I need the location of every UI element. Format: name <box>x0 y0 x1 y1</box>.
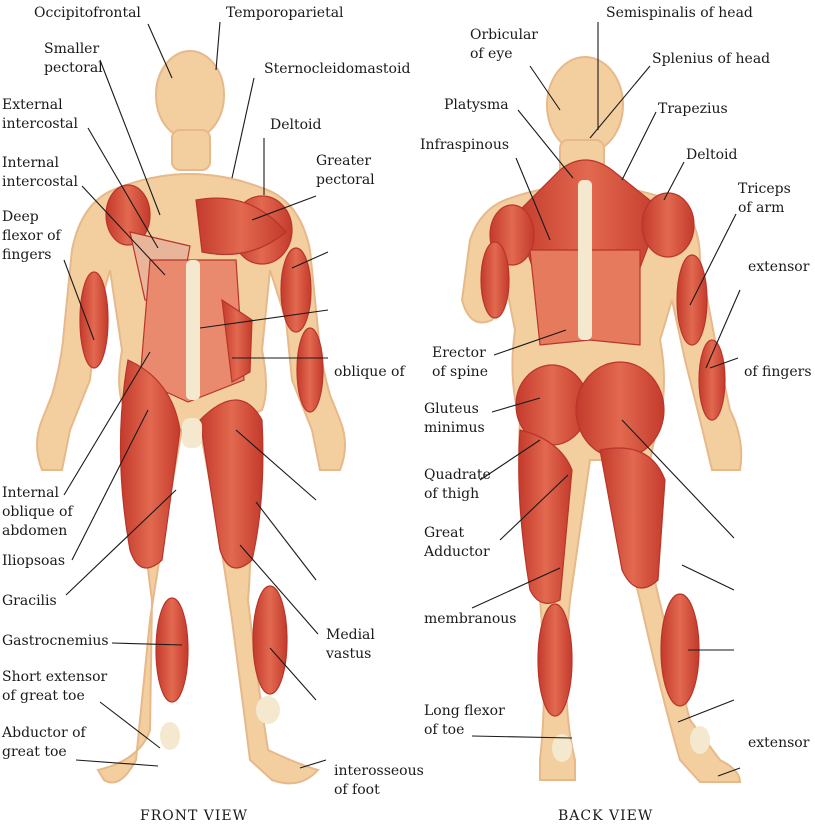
label-short-extensor-line2: of great toe <box>2 687 107 706</box>
label-external-intercostal: External intercostal <box>2 96 78 134</box>
label-erector-line1: Erector <box>432 344 488 363</box>
label-internal-oblique-line1: Internal <box>2 484 73 503</box>
label-abductor-line2: great toe <box>2 743 86 762</box>
label-internal-oblique-line3: abdomen <box>2 522 73 541</box>
label-occipitofrontal: Occipitofrontal <box>34 4 141 23</box>
label-extensor-upper: extensor <box>748 258 809 277</box>
back-forearm-right <box>699 340 725 420</box>
label-gluteus: Gluteus minimus <box>424 400 485 438</box>
label-orbicular: Orbicular of eye <box>470 26 538 64</box>
label-greater-pectoral-line1: Greater <box>316 152 375 171</box>
label-abductor-line1: Abductor of <box>2 724 86 743</box>
label-quadrate-line2: of thigh <box>424 485 491 504</box>
label-deep-flexor-line2: flexor of <box>2 227 61 246</box>
label-smaller-pectoral-line2: pectoral <box>44 59 103 78</box>
label-external-intercostal-line2: intercostal <box>2 115 78 134</box>
label-triceps: Triceps of arm <box>738 180 791 218</box>
label-deep-flexor-line3: fingers <box>2 246 61 265</box>
label-quadrate: Quadrate of thigh <box>424 466 491 504</box>
back-upper-arm-left <box>481 242 509 318</box>
label-abductor: Abductor of great toe <box>2 724 86 762</box>
label-internal-oblique: Internal oblique of abdomen <box>2 484 73 541</box>
label-internal-intercostal-line2: intercostal <box>2 173 78 192</box>
label-great-adductor: Great Adductor <box>424 524 490 562</box>
back-thigh-right <box>600 448 665 588</box>
label-temporoparietal: Temporoparietal <box>226 4 344 23</box>
label-short-extensor-line1: Short extensor <box>2 668 107 687</box>
label-splenius: Splenius of head <box>652 50 770 69</box>
back-muscles <box>481 160 725 716</box>
label-interosseous-line1: interosseous <box>334 762 424 781</box>
label-long-flexor-line1: Long flexor <box>424 702 505 721</box>
label-medial-vastus-line1: Medial <box>326 626 375 645</box>
back-calf-left <box>538 604 572 716</box>
label-gastrocnemius: Gastrocnemius <box>2 632 109 651</box>
label-sternocleidomastoid: Sternocleidomastoid <box>264 60 410 79</box>
label-orbicular-line1: Orbicular <box>470 26 538 45</box>
caption-back-view: BACK VIEW <box>558 808 653 824</box>
front-calf-left <box>156 598 188 702</box>
front-forearm-left <box>80 272 108 368</box>
label-triceps-line1: Triceps <box>738 180 791 199</box>
label-long-flexor-line2: of toe <box>424 721 505 740</box>
label-quadrate-line1: Quadrate <box>424 466 491 485</box>
label-interosseous: interosseous of foot <box>334 762 424 800</box>
label-interosseous-line2: of foot <box>334 781 424 800</box>
label-gracilis: Gracilis <box>2 592 57 611</box>
label-erector: Erector of spine <box>432 344 488 382</box>
label-triceps-line2: of arm <box>738 199 791 218</box>
label-deep-flexor: Deep flexor of fingers <box>2 208 61 265</box>
label-iliopsoas: Iliopsoas <box>2 552 65 571</box>
label-deltoid-front: Deltoid <box>270 116 321 135</box>
front-calf-right <box>253 586 287 694</box>
label-internal-intercostal-line1: Internal <box>2 154 78 173</box>
back-gluteus-right <box>576 362 664 458</box>
label-trapezius: Trapezius <box>658 100 728 119</box>
label-membranous: membranous <box>424 610 516 629</box>
front-upper-arm-right <box>281 248 311 332</box>
label-oblique-of: oblique of <box>334 363 405 382</box>
label-semispinalis: Semispinalis of head <box>606 4 753 23</box>
label-erector-line2: of spine <box>432 363 488 382</box>
label-smaller-pectoral: Smaller pectoral <box>44 40 103 78</box>
front-thigh-right <box>200 400 263 568</box>
label-internal-intercostal: Internal intercostal <box>2 154 78 192</box>
label-of-fingers: of fingers <box>744 363 812 382</box>
label-orbicular-line2: of eye <box>470 45 538 64</box>
back-deltoid-right <box>642 193 694 257</box>
label-greater-pectoral-line2: pectoral <box>316 171 375 190</box>
label-internal-oblique-line2: oblique of <box>2 503 73 522</box>
label-gluteus-line2: minimus <box>424 419 485 438</box>
label-great-adductor-line1: Great <box>424 524 490 543</box>
label-smaller-pectoral-line1: Smaller <box>44 40 103 59</box>
label-long-flexor: Long flexor of toe <box>424 702 505 740</box>
label-gluteus-line1: Gluteus <box>424 400 485 419</box>
label-deep-flexor-line1: Deep <box>2 208 61 227</box>
back-figure <box>462 57 741 782</box>
caption-front-view: FRONT VIEW <box>140 808 248 824</box>
label-platysma: Platysma <box>444 96 509 115</box>
label-external-intercostal-line1: External <box>2 96 78 115</box>
label-short-extensor: Short extensor of great toe <box>2 668 107 706</box>
front-forearm-right <box>297 328 323 412</box>
label-extensor-lower: extensor <box>748 734 809 753</box>
label-medial-vastus-line2: vastus <box>326 645 375 664</box>
label-greater-pectoral: Greater pectoral <box>316 152 375 190</box>
label-infraspinous: Infraspinous <box>420 136 509 155</box>
label-medial-vastus: Medial vastus <box>326 626 375 664</box>
label-deltoid-back: Deltoid <box>686 146 737 165</box>
label-great-adductor-line2: Adductor <box>424 543 490 562</box>
